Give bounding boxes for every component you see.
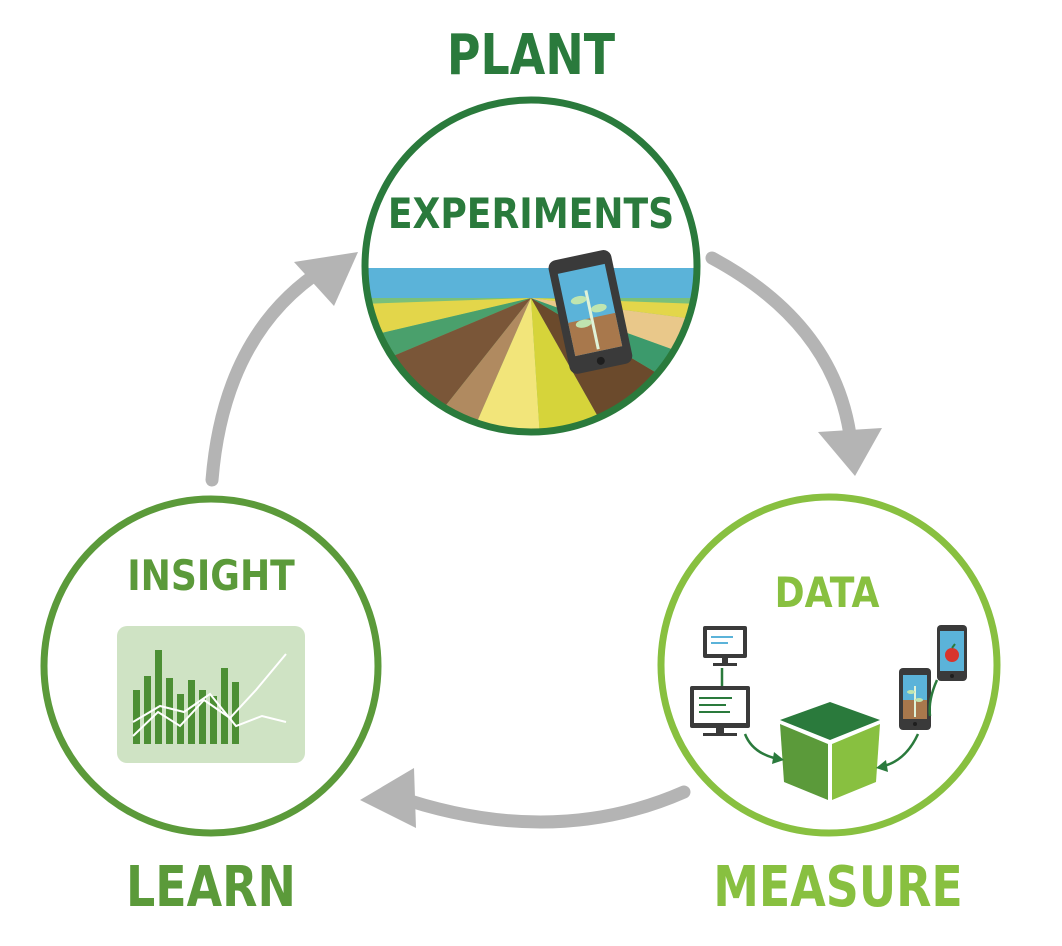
phone-icon bbox=[899, 668, 931, 730]
plant-stage: EXPERIMENTS bbox=[360, 100, 702, 438]
arrow-learn-to-plant bbox=[212, 268, 325, 480]
learn-inner-label: INSIGHT bbox=[127, 552, 295, 600]
learn-stage: INSIGHT bbox=[44, 499, 378, 833]
arrow-plant-to-measure bbox=[712, 258, 852, 452]
measure-stage: DATA bbox=[661, 497, 997, 833]
plant-label: PLANT bbox=[447, 23, 615, 89]
plant-inner-label: EXPERIMENTS bbox=[388, 190, 674, 238]
measure-inner-label: DATA bbox=[775, 569, 881, 617]
arrow-measure-to-learn bbox=[395, 792, 684, 822]
chart-icon bbox=[117, 626, 305, 763]
measure-label: MEASURE bbox=[713, 855, 963, 921]
arrowhead-learn bbox=[360, 768, 416, 828]
field-illustration bbox=[360, 268, 702, 438]
arrowhead-measure bbox=[818, 428, 882, 476]
learn-label: LEARN bbox=[126, 855, 296, 921]
phone-icon bbox=[937, 625, 967, 681]
